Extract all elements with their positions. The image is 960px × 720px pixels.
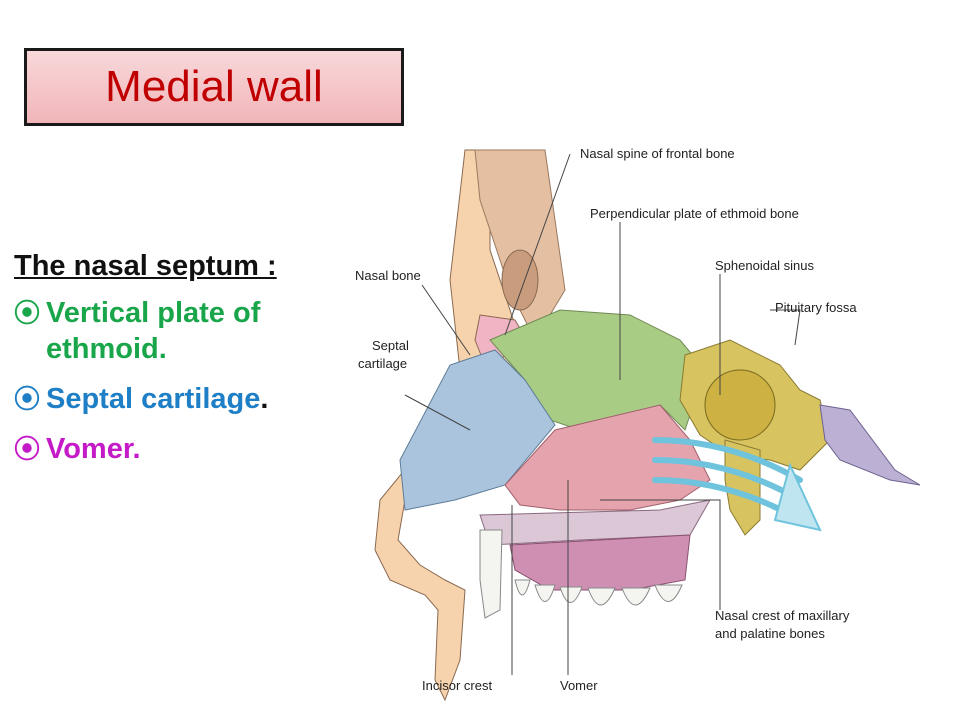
clivus-shape: [819, 404, 921, 486]
molar-teeth: [514, 579, 683, 606]
label-septal-line1: Septal: [372, 338, 409, 353]
label-septal-line2: cartilage: [358, 356, 407, 371]
incisor-tooth: [479, 529, 503, 619]
airflow-arrow-1: [652, 437, 803, 483]
label-nasal-spine: Nasal spine of frontal bone: [580, 146, 735, 161]
vomer-shape: [504, 404, 711, 511]
leader-nasal-bone: [421, 284, 471, 356]
tooth-4: [587, 587, 616, 606]
sphenoidal-sinus-shape: [704, 369, 776, 441]
slide-title: Medial wall: [105, 62, 323, 111]
section-heading: The nasal septum :: [14, 250, 277, 282]
bullet-item-septal-cartilage: ⦿ Septal cartilage.: [14, 381, 354, 417]
bullet-period: .: [260, 383, 269, 415]
bullet-item-ethmoid: ⦿ Vertical plate of ethmoid.: [14, 295, 354, 367]
leader-pituitary-fossa: [770, 309, 801, 346]
bullet-text-vomer: Vomer.: [46, 433, 141, 465]
bullet-icon: ⦿: [14, 384, 41, 414]
label-vomer: Vomer: [560, 678, 598, 693]
nasal-septum-diagram: Nasal spine of frontal bone Perpendicula…: [355, 146, 921, 702]
septal-cartilage-shape: [399, 349, 556, 511]
tooth-5: [621, 587, 651, 606]
bullet-item-vomer: ⦿ Vomer.: [14, 431, 354, 467]
leader-septal-cartilage: [404, 394, 471, 431]
label-sphenoidal-sinus: Sphenoidal sinus: [715, 258, 815, 273]
tooth-6: [654, 584, 683, 602]
leader-nasal-crest: [600, 499, 721, 610]
label-nasal-crest-line2: and palatine bones: [715, 626, 825, 641]
label-pituitary-fossa: Pituitary fossa: [775, 300, 857, 315]
airflow-arrowhead: [773, 462, 822, 532]
bullet-text-septal-cartilage: Septal cartilage: [46, 383, 261, 415]
bullet-text-wrapper: Septal cartilage.: [46, 381, 346, 417]
frontal-sinus: [501, 249, 539, 311]
tooth-3: [559, 586, 583, 603]
tooth-2: [534, 584, 556, 602]
leader-lines: [404, 153, 801, 675]
gum-shape: [509, 534, 691, 591]
text-block: The nasal septum : ⦿ Vertical plate of e…: [14, 250, 354, 481]
tooth-1: [514, 579, 531, 596]
pterygoid-shape: [724, 439, 761, 536]
bullet-icon: ⦿: [14, 298, 41, 328]
label-nasal-bone: Nasal bone: [355, 268, 421, 283]
leader-nasal-spine: [504, 153, 571, 336]
label-incisor-crest: Incisor crest: [422, 678, 492, 693]
bullet-text-ethmoid: Vertical plate of ethmoid.: [46, 297, 261, 365]
bullet-icon: ⦿: [14, 434, 41, 464]
label-perpendicular-plate: Perpendicular plate of ethmoid bone: [590, 206, 799, 221]
title-box: Medial wall: [24, 48, 404, 126]
label-nasal-crest-line1: Nasal crest of maxillary: [715, 608, 850, 623]
